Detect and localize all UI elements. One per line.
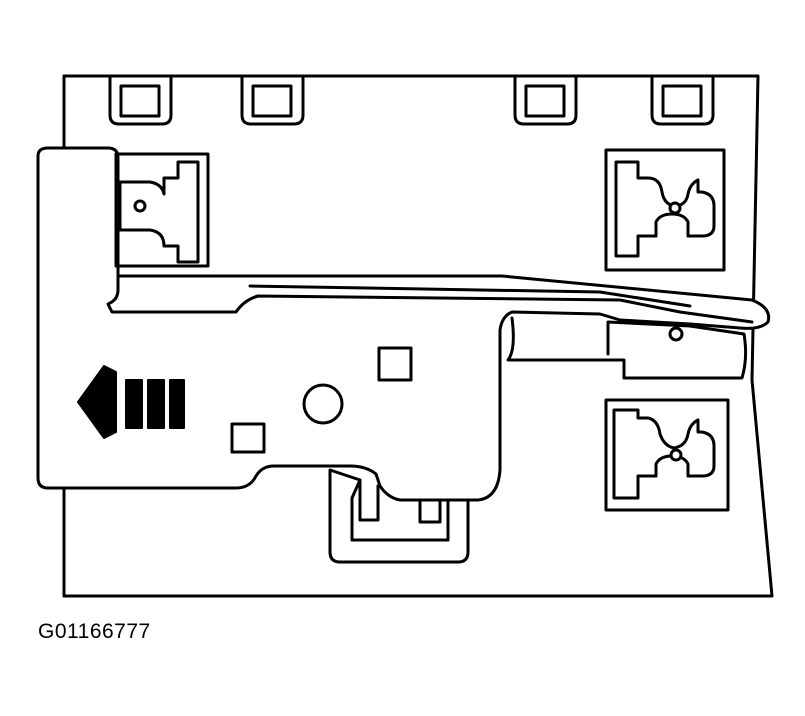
terminal-hole xyxy=(668,201,682,215)
top-latch-tab xyxy=(650,76,715,126)
terminal-hole xyxy=(133,199,147,213)
slider-square-lower xyxy=(230,422,266,454)
figure-id-label: G01166777 xyxy=(38,620,151,643)
terminal-hole xyxy=(669,448,683,462)
top-latch-tab xyxy=(513,76,578,126)
slider-round-hole xyxy=(302,383,344,425)
top-latch-tab xyxy=(108,76,173,126)
slider-rail xyxy=(106,274,754,324)
terminal-cavity-upper-left xyxy=(114,152,210,268)
terminal-cavity-lower-right xyxy=(604,398,730,512)
terminal-cavity-upper-right xyxy=(604,148,726,272)
arrow-left-icon xyxy=(77,365,185,439)
slider-square-upper xyxy=(377,346,413,382)
connector-diagram xyxy=(36,74,774,598)
top-latch-tab xyxy=(240,76,305,126)
release-tab xyxy=(506,316,748,380)
bottom-latch xyxy=(328,468,470,564)
lock-slider xyxy=(36,146,771,502)
top-latch-tabs xyxy=(108,76,715,126)
